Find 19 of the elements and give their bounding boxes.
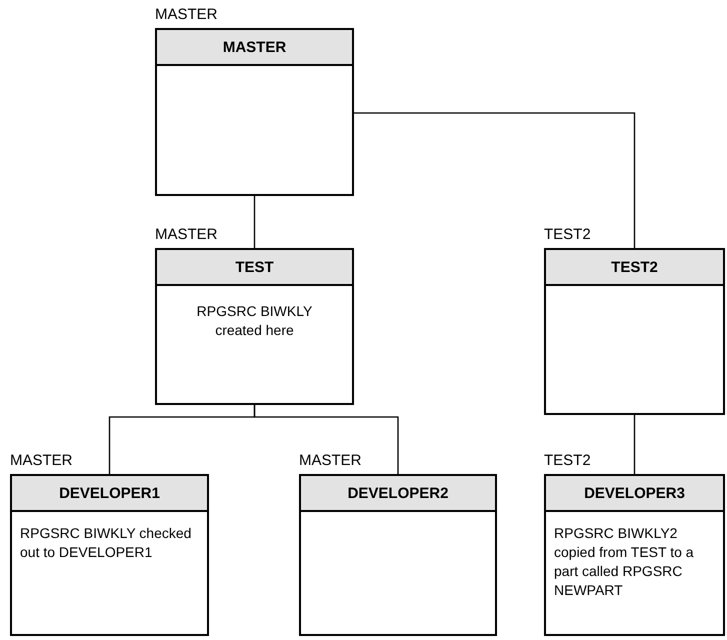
header-band: TEST2 [546,250,723,286]
box-label: MASTER [299,452,362,469]
box-note: RPGSRC BIWKLY checked out to DEVELOPER1 [19,524,192,562]
box-note: RPGSRC BIWKLY created here [196,302,314,340]
box-label: TEST2 [544,226,591,243]
header-band: DEVELOPER1 [12,476,207,512]
box-label: TEST2 [544,452,591,469]
connector-line [634,415,636,474]
box-label: MASTER [10,452,73,469]
header-band: TEST [157,250,352,286]
box-note: RPGSRC BIWKLY2 copied from TEST to a part called RPGSRC NEWPART [553,524,695,600]
box-label: MASTER [155,226,218,243]
header-band: DEVELOPER3 [546,476,723,512]
connector-line [254,405,399,474]
connector-line [354,112,636,248]
header-band: MASTER [157,30,352,66]
header-band: DEVELOPER2 [301,476,495,512]
box-label: MASTER [155,6,218,23]
connector-line [254,196,256,248]
